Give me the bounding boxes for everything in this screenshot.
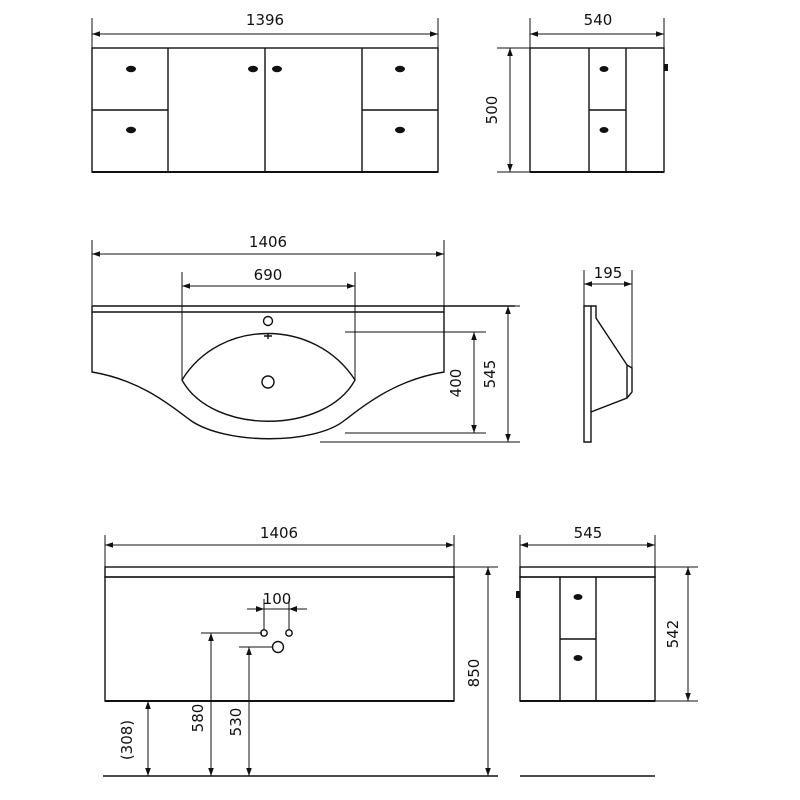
dim-bowl-width: 690 [254,266,283,284]
dim-drain-height: 530 [227,708,245,737]
door-handle-icon [126,65,405,134]
door-handle-icon [516,591,583,661]
dim-basin-depth: 545 [481,360,499,389]
dim-tap-spacing: 100 [263,590,292,608]
water-inlet-icon [285,629,293,637]
basin-side-view: 195 [583,264,633,443]
basin-top-view: 1406 690 400 545 [91,233,520,443]
dim-top-width: 1396 [246,11,284,29]
dim-tap-height: 580 [189,704,207,733]
dim-side-depth: 540 [584,11,613,29]
door-handle-icon [599,64,668,133]
dim-cabinet-bottom: (308) [118,720,136,760]
dim-install-width: 1406 [260,524,298,542]
drain-hole-icon [261,375,275,389]
dim-side-thickness: 195 [594,264,623,282]
dim-side-height: 500 [483,96,501,125]
basin-outline [91,306,445,440]
dim-install-side-height: 542 [664,620,682,649]
basin-side-outline [583,305,633,443]
dim-bowl-depth: 400 [447,369,465,398]
bowl-outline [181,332,356,422]
installation-side-view: 545 542 [516,524,698,777]
drain-outlet-icon [271,640,285,654]
worktop [104,566,455,578]
cabinet-side-view: 540 500 [483,11,668,173]
installation-front-view: 1406 100 580 530 (308) 850 [103,524,498,777]
dim-install-height: 850 [465,659,483,688]
cabinet-front-view: 1396 [91,11,439,173]
dim-install-side-depth: 545 [574,524,603,542]
tap-hole-icon [262,315,274,327]
dim-basin-width: 1406 [249,233,287,251]
